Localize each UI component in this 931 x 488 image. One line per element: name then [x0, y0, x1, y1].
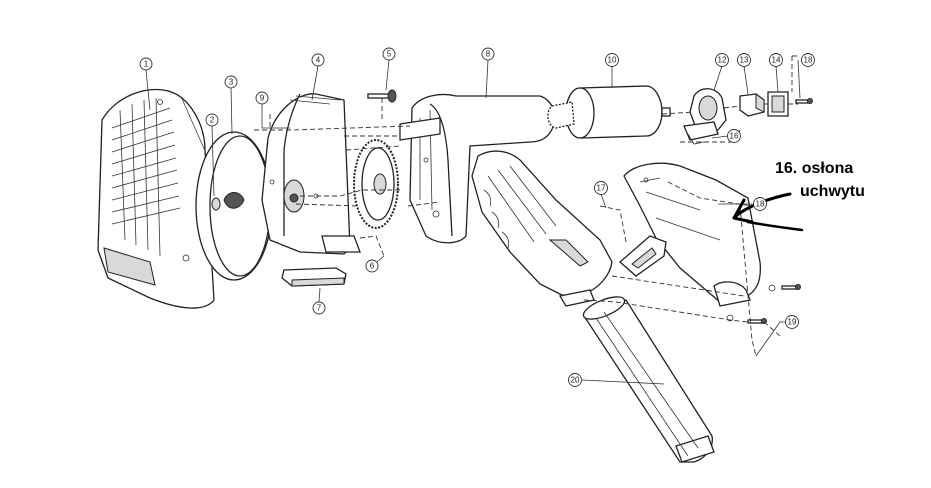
svg-text:6: 6 [370, 262, 375, 271]
svg-text:18: 18 [804, 56, 813, 65]
callout-1: 1 [139, 57, 153, 71]
callout-13: 13 [737, 53, 751, 67]
part-connector [739, 93, 765, 117]
callout-9: 9 [255, 91, 269, 105]
svg-text:4: 4 [316, 56, 321, 65]
svg-text:2: 2 [210, 116, 215, 125]
svg-text:5: 5 [387, 50, 392, 59]
svg-text:13: 13 [740, 56, 749, 65]
svg-text:17: 17 [597, 184, 606, 193]
callout-19: 19 [785, 315, 799, 329]
part-switch-button [767, 91, 789, 117]
svg-text:10: 10 [608, 56, 617, 65]
callout-14: 14 [769, 53, 783, 67]
callout-7: 7 [312, 301, 326, 315]
part-fan-housing [261, 93, 361, 255]
part-switch-housing [683, 88, 727, 145]
part-pistol-grip [471, 150, 613, 307]
svg-text:19: 19 [788, 318, 797, 327]
part-trigger [619, 235, 667, 277]
svg-text:20: 20 [571, 376, 580, 385]
annotation-label-line1: 16. osłona [775, 160, 854, 177]
part-screw-top [367, 89, 397, 103]
callout-20: 20 [568, 373, 582, 387]
callout-10: 10 [605, 53, 619, 67]
callout-2: 2 [205, 113, 219, 127]
callout-18-mid: 18 [753, 197, 767, 211]
svg-text:16: 16 [730, 132, 739, 141]
callout-12: 12 [715, 53, 729, 67]
svg-text:14: 14 [772, 56, 781, 65]
callout-8: 8 [481, 47, 495, 61]
part-screw-small-top [795, 98, 813, 104]
part-battery-tube [582, 296, 715, 463]
svg-text:18: 18 [756, 200, 765, 209]
part-screws-bottom [747, 284, 801, 324]
callout-17: 17 [594, 181, 608, 195]
svg-text:8: 8 [486, 50, 491, 59]
svg-text:1: 1 [144, 60, 149, 69]
callout-16: 16 [727, 129, 741, 143]
svg-text:3: 3 [229, 78, 234, 87]
part-motor-body [399, 93, 556, 244]
part-motor [547, 85, 671, 139]
callout-18-top: 18 [801, 53, 815, 67]
callout-6: 6 [365, 259, 379, 273]
callout-5: 5 [382, 47, 396, 61]
svg-text:9: 9 [260, 94, 265, 103]
annotation-label-line2: uchwytu [800, 183, 865, 200]
part-pad [281, 267, 347, 287]
assembly-lines [254, 55, 800, 357]
svg-text:7: 7 [317, 304, 322, 313]
callout-4: 4 [311, 53, 325, 67]
part-gear [353, 139, 399, 229]
svg-text:12: 12 [718, 56, 727, 65]
callout-3: 3 [224, 75, 238, 89]
